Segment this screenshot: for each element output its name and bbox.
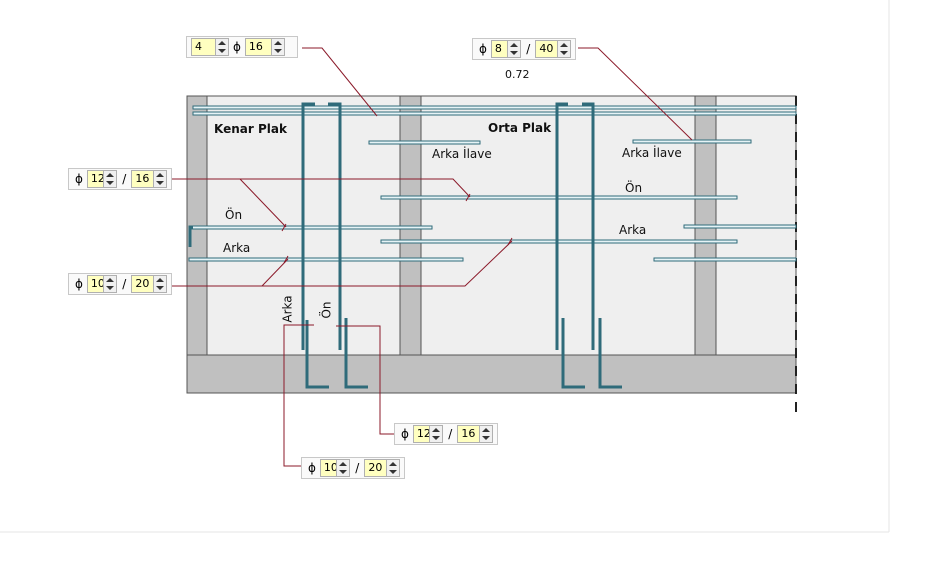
on-vertical-control: ϕ 12 / 16	[394, 423, 498, 445]
kenar-plak-label: Kenar Plak	[214, 122, 287, 136]
diameter-value: 16	[248, 40, 263, 53]
on-label-left: Ön	[225, 208, 243, 222]
on-bar-control: ϕ 12 / 16	[68, 168, 172, 190]
vert-rebar-1	[301, 102, 315, 350]
on-bar-left	[191, 225, 433, 230]
diameter-value: 10	[323, 461, 338, 474]
phi-symbol: ϕ	[75, 277, 83, 291]
l-bar-3	[561, 318, 585, 389]
vert-rebar-3	[555, 102, 568, 350]
vert-rebar-2	[328, 102, 342, 350]
spinner-arrows-icon[interactable]	[153, 171, 166, 187]
spinner-arrows-icon[interactable]	[103, 276, 117, 292]
spacing-value: 40	[539, 42, 554, 55]
arka-ilave-label-2: Arka İlave	[622, 146, 682, 160]
on-vertical-label: Ön	[319, 301, 334, 319]
arka-ilave-control: ϕ 8 / 40	[472, 38, 576, 60]
slash-separator: /	[355, 461, 360, 475]
arka-ilave-bar-2	[632, 139, 752, 144]
spinner-arrows-icon[interactable]	[507, 41, 521, 57]
diameter-value: 8	[494, 42, 502, 55]
arka-ilave-label-1: Arka İlave	[432, 147, 492, 161]
spacing-spinner[interactable]: 16	[457, 425, 493, 443]
leader-ticks	[281, 193, 513, 264]
slash-separator: /	[122, 172, 127, 186]
spacing-value: 20	[135, 277, 150, 290]
spinner-arrows-icon[interactable]	[386, 460, 399, 476]
count-value: 4	[195, 40, 202, 53]
phi-symbol: ϕ	[401, 427, 409, 441]
on-bar-mid	[380, 195, 738, 200]
diameter-spinner[interactable]: 12	[412, 425, 444, 443]
diameter-spinner[interactable]: 10	[319, 459, 351, 477]
slash-separator: /	[448, 427, 453, 441]
arka-ilave-bar-1	[368, 140, 481, 145]
on-label-mid: Ön	[625, 181, 643, 195]
spacing-value: 16	[461, 427, 476, 440]
spinner-arrows-icon[interactable]	[215, 39, 228, 55]
on-bar-right	[683, 224, 797, 229]
spinner-arrows-icon[interactable]	[153, 276, 166, 292]
arka-label-mid: Arka	[619, 223, 647, 237]
arka-vertical-label: Arka	[280, 295, 295, 323]
l-bar-2	[344, 318, 368, 389]
top-rebar-2	[192, 111, 797, 116]
spinner-arrows-icon[interactable]	[429, 426, 443, 442]
vert-rebar-4	[582, 102, 595, 350]
phi-symbol: ϕ	[479, 42, 487, 56]
on-bar-hook	[188, 225, 193, 247]
arka-bar-right	[653, 257, 797, 262]
l-bar-1	[305, 320, 329, 389]
diameter-value: 12	[90, 172, 105, 185]
orta-plak-label: Orta Plak	[488, 121, 552, 135]
spinner-arrows-icon[interactable]	[336, 460, 350, 476]
slash-separator: /	[122, 277, 127, 291]
slash-separator: /	[526, 42, 531, 56]
spacing-value: 20	[368, 461, 383, 474]
arka-label-left: Arka	[223, 241, 251, 255]
arka-bar-control: ϕ 10 / 20	[68, 273, 172, 295]
leader-lines	[171, 47, 693, 467]
diameter-spinner[interactable]: 12	[86, 170, 118, 188]
diameter-spinner[interactable]: 10	[86, 275, 118, 293]
diameter-spinner[interactable]: 8	[490, 40, 522, 58]
spacing-spinner[interactable]: 16	[131, 170, 167, 188]
spinner-arrows-icon[interactable]	[270, 39, 284, 55]
spinner-arrows-icon[interactable]	[479, 426, 492, 442]
arka-vertical-control: ϕ 10 / 20	[301, 457, 405, 479]
phi-symbol: ϕ	[308, 461, 316, 475]
arka-bar-mid	[380, 239, 738, 244]
diameter-spinner[interactable]: 16	[244, 38, 285, 56]
l-bar-4	[598, 318, 622, 389]
spacing-spinner[interactable]: 20	[364, 459, 400, 477]
diameter-value: 10	[90, 277, 105, 290]
bottom-beam	[186, 354, 797, 394]
top-bar-count-control: 4 ϕ 16	[186, 36, 298, 58]
spinner-arrows-icon[interactable]	[557, 41, 570, 57]
dimension-label: 0.72	[505, 68, 530, 81]
spinner-arrows-icon[interactable]	[103, 171, 117, 187]
phi-symbol: ϕ	[75, 172, 83, 186]
arka-bar-left	[188, 257, 464, 262]
phi-symbol: ϕ	[233, 40, 241, 54]
spacing-spinner[interactable]: 20	[131, 275, 167, 293]
spacing-spinner[interactable]: 40	[535, 40, 571, 58]
top-rebar-1	[192, 105, 797, 110]
diameter-value: 12	[416, 427, 431, 440]
count-spinner[interactable]: 4	[191, 38, 229, 56]
spacing-value: 16	[135, 172, 150, 185]
